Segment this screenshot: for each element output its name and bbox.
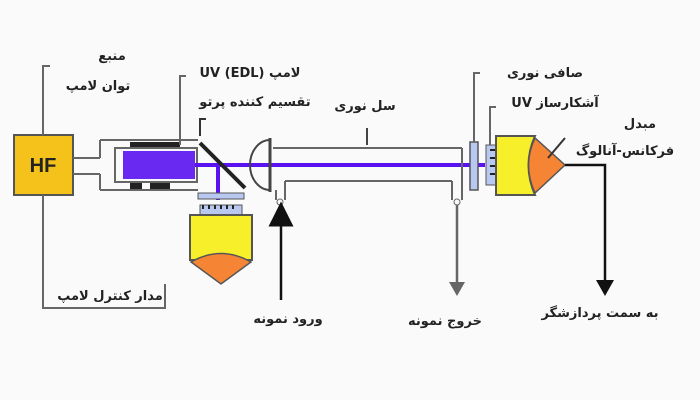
filter-leader [473,72,480,142]
detector-leader [489,106,496,145]
hf-label: HF [30,155,57,177]
sample-inlet-caption: ورود نمونه [253,312,322,327]
output-wire [565,163,607,282]
beam-splitter-marker [199,118,206,136]
optical-cell-caption: سل نوری [334,99,395,114]
lamp-power-wires [73,157,100,175]
sample-outlet-caption: خروج نمونه [408,314,482,329]
reference-detector [189,192,253,285]
lamp-caption: لامپ UV (EDL) [199,66,300,81]
power-supply-caption-2: توان لامپ [66,79,131,94]
optical-cell [273,147,463,206]
to-processor-caption: به سمت پردازشگر [540,305,658,321]
lamp-control-caption: مدار کنترل لامپ [57,289,163,304]
optical-filter [469,141,479,191]
converter-caption-2: فرکانس-آنالوگ [576,142,674,159]
to-processor-arrow [596,280,614,296]
uv-detector [485,135,567,196]
power-supply-leader [42,65,50,135]
power-supply-caption-1: منبع [98,49,126,64]
converter-leader [547,137,566,159]
beam-splitter [198,141,247,190]
lens [249,138,271,192]
optical-filter-caption: صافی نوری [507,66,583,81]
hf-power-supply: HF [13,134,74,196]
lamp-control-wire [42,195,166,309]
converter-caption-1: مبدل [624,117,656,132]
uv-detector-caption: آشکارساز UV [511,94,599,111]
beam-splitter-caption: تقسیم کننده پرتو [198,95,310,110]
uv-lamp [99,139,198,191]
lamp-leader [179,75,186,145]
